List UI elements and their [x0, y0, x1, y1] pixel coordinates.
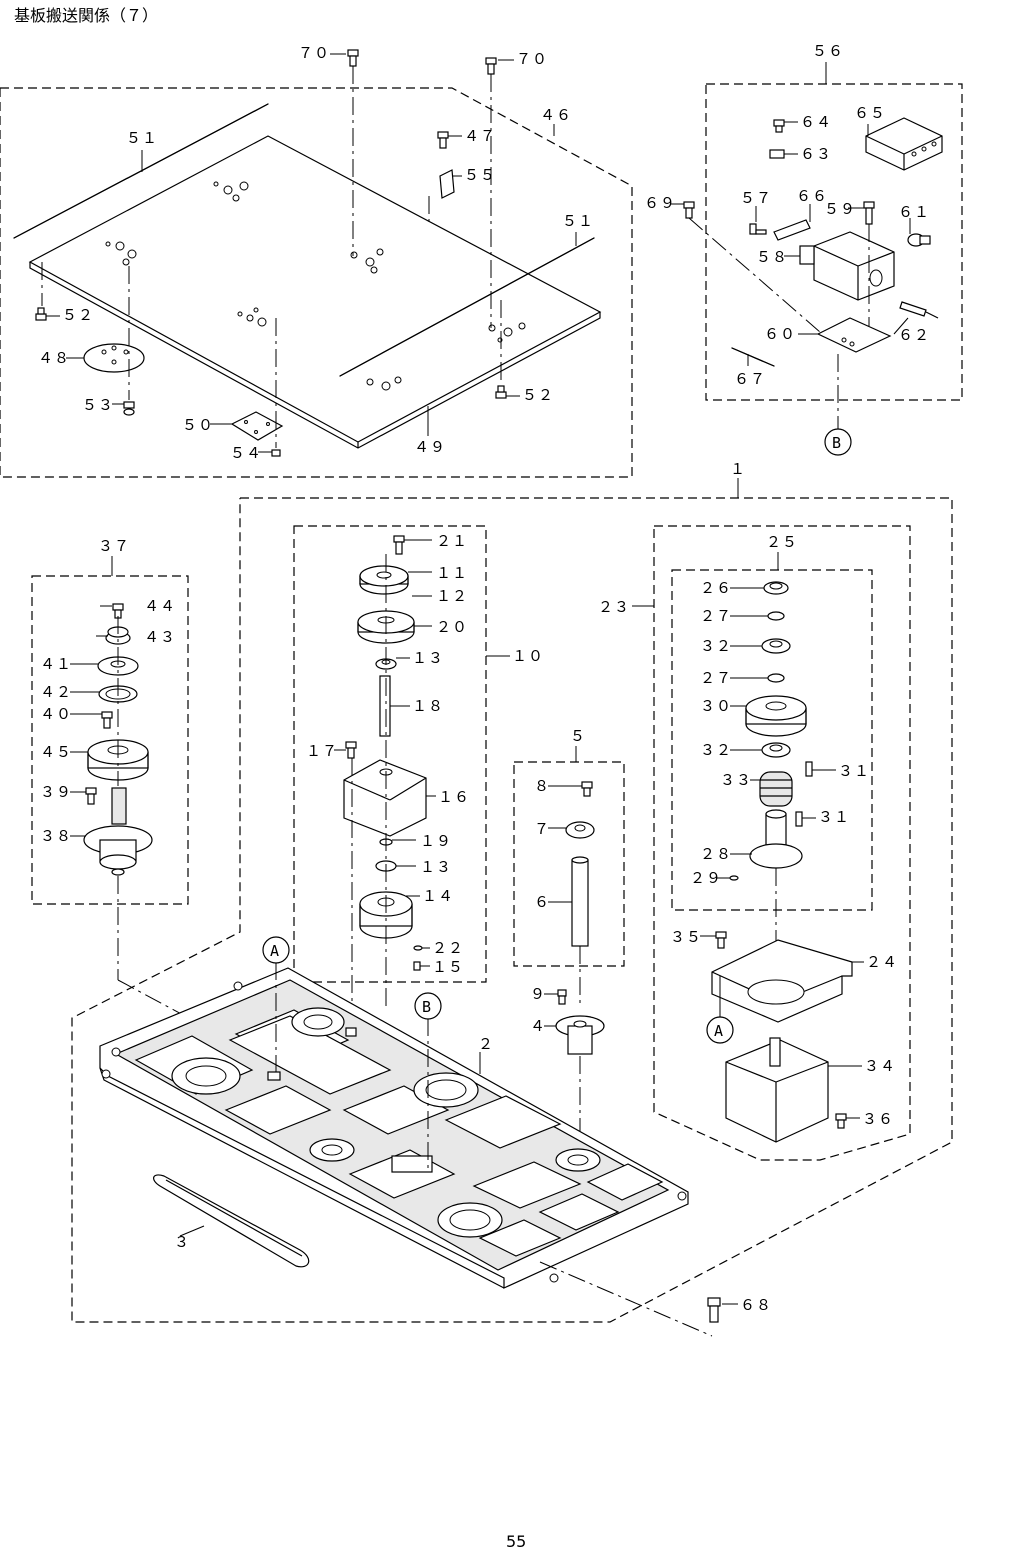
label-3: ３ — [174, 1233, 190, 1251]
label-14: １４ — [422, 887, 454, 905]
label-52a: ５２ — [62, 306, 94, 324]
label-27a: ２７ — [700, 607, 732, 625]
label-62: ６２ — [898, 326, 930, 344]
group-1-base-assembly — [72, 478, 952, 1336]
label-26: ２６ — [700, 579, 732, 597]
callout-a-right: A — [714, 1022, 724, 1040]
label-44: ４４ — [144, 597, 176, 615]
label-5: ５ — [570, 727, 586, 745]
label-59: ５９ — [824, 200, 856, 218]
label-70a: ７０ — [298, 44, 330, 62]
label-53: ５３ — [82, 396, 114, 414]
label-32b: ３２ — [700, 741, 732, 759]
label-65: ６５ — [854, 104, 886, 122]
label-13b: １３ — [420, 858, 452, 876]
label-21: ２１ — [436, 532, 468, 550]
label-23: ２３ — [598, 598, 630, 616]
label-54: ５４ — [230, 444, 262, 462]
label-20: ２０ — [436, 618, 468, 636]
label-6: ６ — [534, 893, 550, 911]
label-7: ７ — [534, 820, 550, 838]
label-42: ４２ — [40, 683, 72, 701]
label-35: ３５ — [670, 928, 702, 946]
label-29: ２９ — [690, 869, 722, 887]
label-2: ２ — [478, 1035, 494, 1053]
label-18: １８ — [412, 697, 444, 715]
label-61: ６１ — [898, 203, 930, 221]
label-17: １７ — [306, 742, 338, 760]
label-64: ６４ — [800, 113, 832, 131]
label-46: ４６ — [540, 106, 572, 124]
label-37: ３７ — [98, 537, 130, 555]
label-70b: ７０ — [516, 50, 548, 68]
label-60: ６０ — [764, 325, 796, 343]
label-33: ３３ — [720, 771, 752, 789]
label-56: ５６ — [812, 42, 844, 60]
page-number: 55 — [506, 1532, 526, 1551]
label-69: ６９ — [644, 194, 676, 212]
label-27b: ２７ — [700, 669, 732, 687]
label-12: １２ — [436, 587, 468, 605]
label-13a: １３ — [412, 649, 444, 667]
label-57: ５７ — [740, 189, 772, 207]
label-10: １０ — [512, 647, 544, 665]
label-63: ６３ — [800, 145, 832, 163]
label-30: ３０ — [700, 697, 732, 715]
callout-b-mid: B — [422, 998, 432, 1016]
label-36: ３６ — [862, 1110, 894, 1128]
label-51a: ５１ — [126, 129, 158, 147]
label-58: ５８ — [756, 248, 788, 266]
label-28: ２８ — [700, 845, 732, 863]
label-25: ２５ — [766, 533, 798, 551]
label-15: １５ — [432, 958, 464, 976]
label-68: ６８ — [740, 1296, 772, 1314]
label-34: ３４ — [864, 1057, 896, 1075]
label-22: ２２ — [432, 939, 464, 957]
label-67: ６７ — [734, 370, 766, 388]
label-39: ３９ — [40, 783, 72, 801]
label-11: １１ — [436, 564, 468, 582]
label-51b: ５１ — [562, 212, 594, 230]
label-8: ８ — [534, 777, 550, 795]
label-52b: ５２ — [522, 386, 554, 404]
label-47: ４７ — [464, 127, 496, 145]
label-24: ２４ — [866, 953, 898, 971]
label-43: ４３ — [144, 628, 176, 646]
label-19: １９ — [420, 832, 452, 850]
callout-b-top: B — [832, 434, 842, 452]
label-45: ４５ — [40, 743, 72, 761]
label-31b: ３１ — [818, 808, 850, 826]
label-9: ９ — [530, 985, 546, 1003]
label-50: ５０ — [182, 416, 214, 434]
label-32a: ３２ — [700, 637, 732, 655]
label-55: ５５ — [464, 166, 496, 184]
label-4: ４ — [530, 1017, 546, 1035]
label-16: １６ — [438, 788, 470, 806]
label-38: ３８ — [40, 827, 72, 845]
label-41: ４１ — [40, 655, 72, 673]
callout-a-left: A — [270, 942, 280, 960]
label-1: １ — [730, 460, 746, 478]
label-48: ４８ — [38, 349, 70, 367]
label-49: ４９ — [414, 438, 446, 456]
label-40: ４０ — [40, 705, 72, 723]
label-31a: ３１ — [838, 762, 870, 780]
